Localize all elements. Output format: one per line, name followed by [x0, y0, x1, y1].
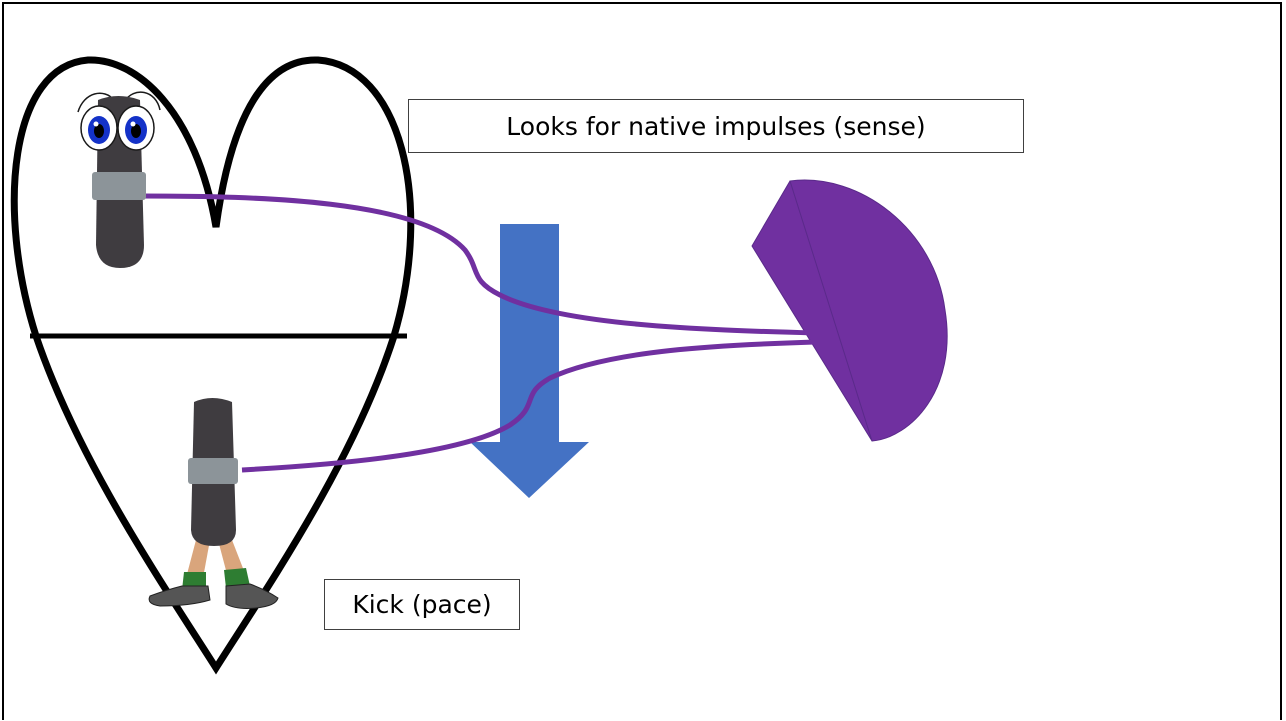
lead-with-legs-icon	[148, 398, 279, 609]
left-leg	[186, 540, 210, 578]
sensing-lead-band	[92, 172, 146, 200]
lead-with-eyes-icon	[77, 91, 161, 268]
pacemaker-generator-icon	[751, 179, 948, 442]
upper-lead-wire	[139, 193, 816, 336]
right-shoe-icon	[225, 583, 279, 609]
right-sock	[224, 568, 250, 588]
right-leg	[218, 540, 246, 578]
left-eye-glint	[93, 121, 99, 127]
right-pupil	[131, 124, 141, 138]
left-shoe-icon	[148, 585, 211, 607]
sense-label: Looks for native impulses (sense)	[408, 99, 1024, 153]
right-eye-glint	[130, 121, 136, 127]
pace-label: Kick (pace)	[324, 579, 520, 630]
left-pupil	[94, 124, 104, 138]
down-arrow-icon	[470, 224, 589, 498]
lower-lead-wire	[241, 339, 816, 473]
heart-outline	[10, 56, 415, 675]
pacing-lead-band	[188, 458, 238, 484]
